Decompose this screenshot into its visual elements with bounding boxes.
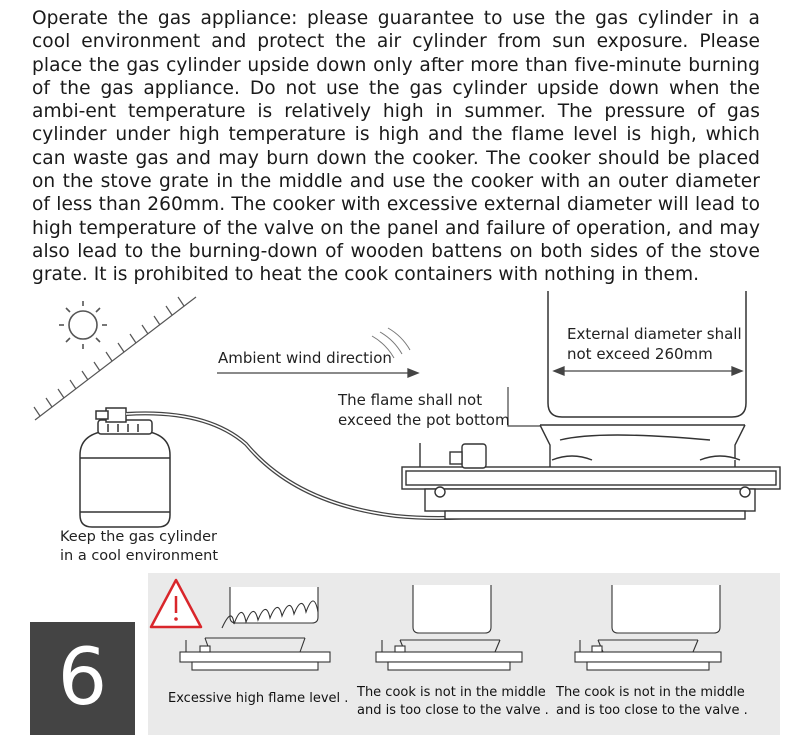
warning-caption-3-line1: The cook is not in the middle — [556, 685, 745, 700]
shade-roof — [33, 296, 197, 421]
warning-caption-3-line2: and is too close to the valve . — [556, 703, 748, 718]
cylinder-label-line1: Keep the gas cylinder — [60, 529, 217, 545]
wind-lines-icon — [371, 327, 411, 359]
flame-leader-line — [507, 387, 540, 427]
warning-caption-2-line2: and is too close to the valve . — [357, 703, 549, 718]
ambient-wind-label: Ambient wind direction — [218, 349, 392, 367]
instruction-paragraph: Operate the gas appliance: please guaran… — [32, 8, 760, 286]
flame-label-line2: exceed the pot bottom — [338, 411, 510, 429]
sun-icon — [59, 301, 107, 349]
stove-illustration-2 — [375, 585, 523, 671]
diameter-label-line1: External diameter shall — [567, 325, 742, 343]
cooking-pot — [547, 291, 747, 418]
wind-arrow — [217, 368, 420, 378]
diameter-label-line2: not exceed 260mm — [567, 345, 713, 363]
stove-illustration-3 — [574, 585, 722, 671]
step-number: 6 — [30, 622, 135, 735]
warning-caption-2-line1: The cook is not in the middle — [357, 685, 546, 700]
gas-cylinder — [79, 407, 171, 528]
stove — [401, 424, 781, 520]
flame-label-line1: The flame shall not — [338, 391, 483, 409]
warning-caption-1: Excessive high flame level . — [168, 691, 349, 706]
cylinder-label-line2: in a cool environment — [60, 548, 219, 564]
warning-triangle-icon — [149, 578, 203, 629]
gas-hose — [125, 411, 487, 520]
stove-illustration-1 — [179, 587, 331, 671]
diameter-arrow — [552, 366, 744, 376]
